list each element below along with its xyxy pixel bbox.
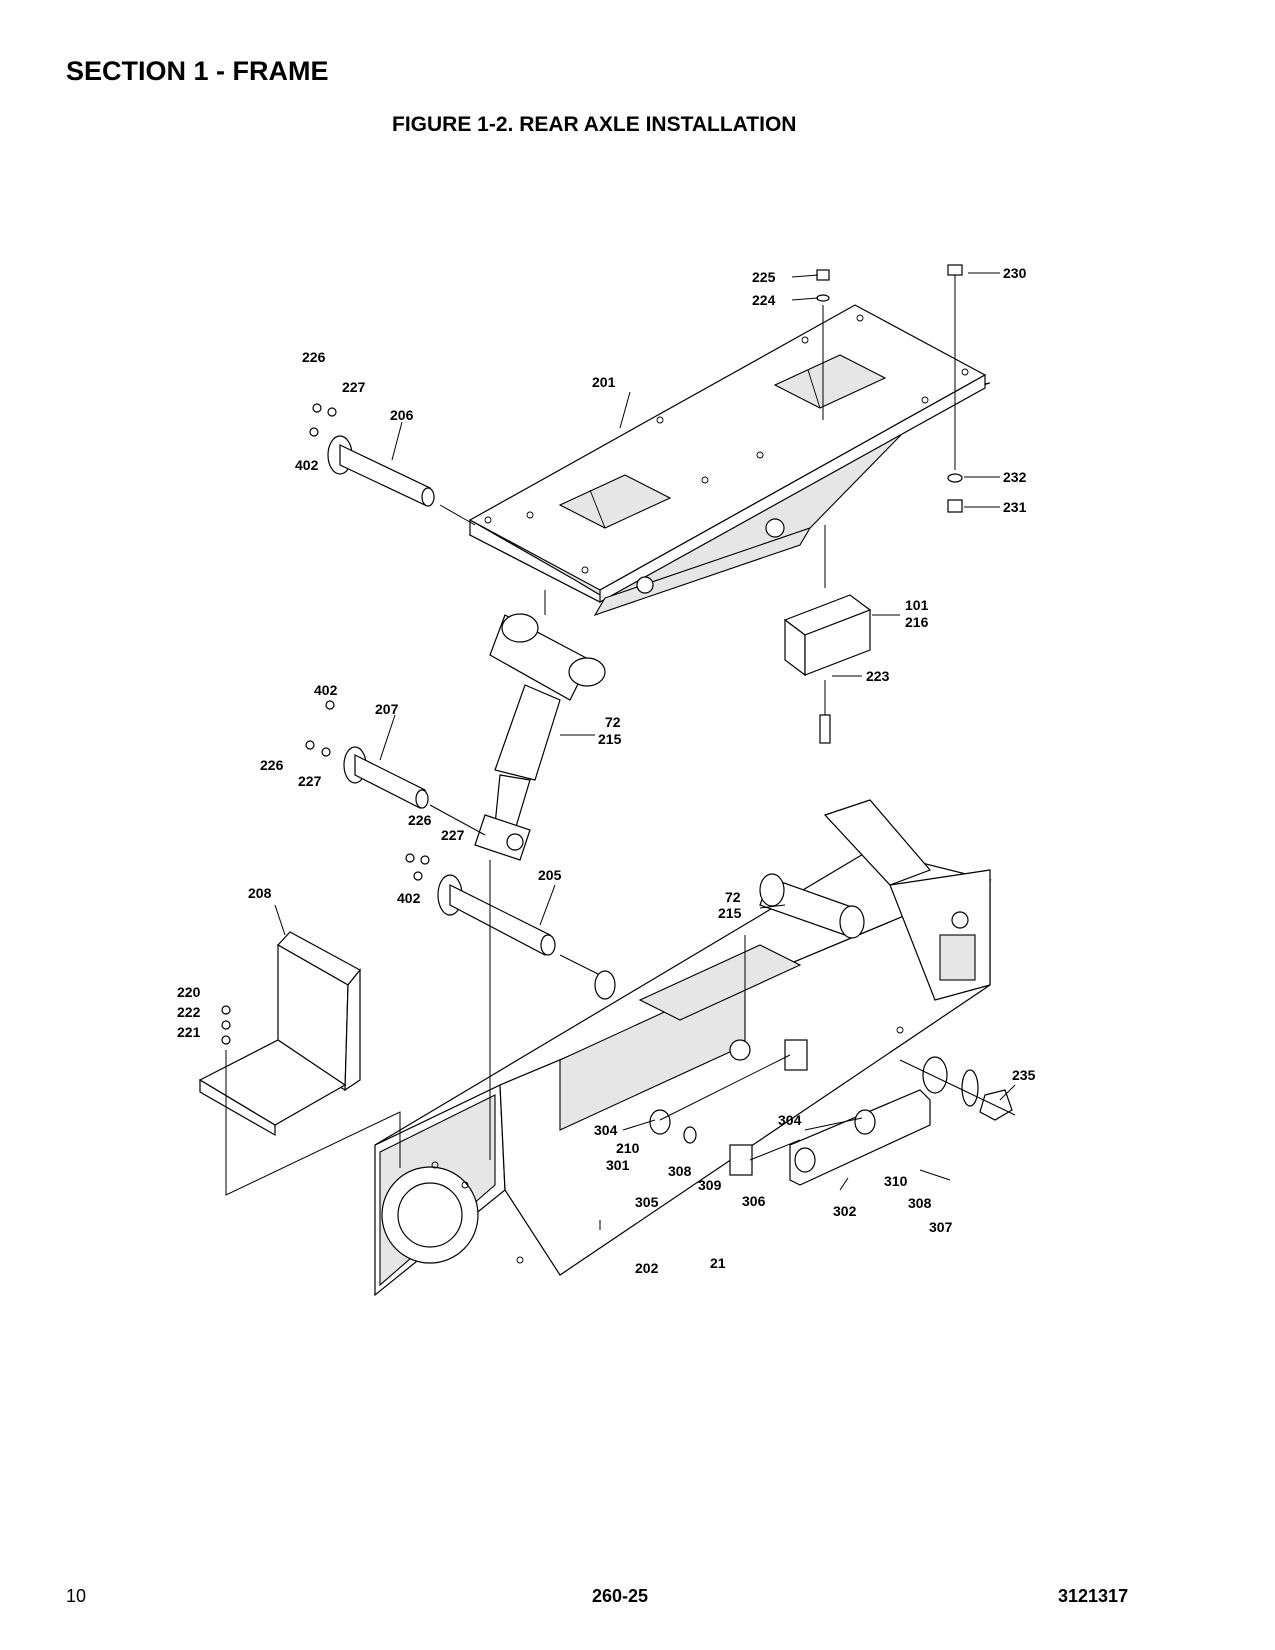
callout-101: 101 <box>905 597 929 613</box>
axle-frame <box>374 799 992 1297</box>
leader-lines <box>274 272 1016 1230</box>
page-number: 10 <box>66 1586 87 1606</box>
callout-226: 226 <box>302 349 326 365</box>
callout-210: 210 <box>616 1140 640 1156</box>
hardware-stack-top <box>816 264 963 513</box>
callout-309: 309 <box>698 1177 722 1193</box>
document-number: 3121317 <box>1058 1586 1129 1606</box>
callout-226-lower: 226 <box>408 812 432 828</box>
callout-230: 230 <box>1003 265 1027 281</box>
callout-302: 302 <box>833 1203 857 1219</box>
hardware-small <box>221 403 430 1045</box>
callout-21: 21 <box>710 1255 726 1271</box>
callout-225: 225 <box>752 269 776 285</box>
callout-221: 221 <box>177 1024 201 1040</box>
callout-72-upper: 72 <box>605 714 621 730</box>
callout-227-mid: 227 <box>298 773 322 789</box>
pivot-pin-206 <box>327 435 476 526</box>
callout-231: 231 <box>1003 499 1027 515</box>
callout-308-left: 308 <box>668 1163 692 1179</box>
callout-306: 306 <box>742 1193 766 1209</box>
callout-227-lower: 227 <box>441 827 465 843</box>
callout-220: 220 <box>177 984 201 1000</box>
callout-402: 402 <box>295 457 319 473</box>
callout-205: 205 <box>538 867 562 883</box>
callout-307: 307 <box>929 1219 953 1235</box>
callout-232: 232 <box>1003 469 1027 485</box>
callout-216: 216 <box>905 614 929 630</box>
figure-title: FIGURE 1-2. REAR AXLE INSTALLATION <box>392 113 797 136</box>
mounting-plate <box>468 304 991 616</box>
pivot-pin-205 <box>437 874 616 1000</box>
callout-235: 235 <box>1012 1067 1036 1083</box>
callout-308-right: 308 <box>908 1195 932 1211</box>
callout-227: 227 <box>342 379 366 395</box>
callout-215-lower: 215 <box>718 905 742 921</box>
callout-215-upper: 215 <box>598 731 622 747</box>
callout-402-mid: 402 <box>314 682 338 698</box>
callout-201: 201 <box>592 374 616 390</box>
pivot-pin-207 <box>343 746 486 836</box>
callout-72-lower: 72 <box>725 889 741 905</box>
callout-208: 208 <box>248 885 272 901</box>
callout-224: 224 <box>752 292 776 308</box>
callout-226-mid: 226 <box>260 757 284 773</box>
callout-222: 222 <box>177 1004 201 1020</box>
callout-305: 305 <box>635 1194 659 1210</box>
section-title: SECTION 1 - FRAME <box>66 56 329 86</box>
lockout-cylinder-upper <box>474 613 606 861</box>
callout-206: 206 <box>390 407 414 423</box>
model-number: 260-25 <box>592 1586 649 1606</box>
callout-310: 310 <box>884 1173 908 1189</box>
callout-301: 301 <box>606 1157 630 1173</box>
lockout-cylinder-lower <box>759 873 865 939</box>
callout-labels: 225 224 230 226 227 201 206 402 232 231 … <box>177 265 1036 1276</box>
callout-223: 223 <box>866 668 890 684</box>
callout-202: 202 <box>635 1260 659 1276</box>
callout-304-left: 304 <box>594 1122 618 1138</box>
axle-end-hardware <box>489 590 1016 1186</box>
callout-207: 207 <box>375 701 399 717</box>
callout-402-lower: 402 <box>397 890 421 906</box>
bracket-208 <box>198 931 401 1196</box>
mount-block <box>783 525 872 744</box>
callout-304-right: 304 <box>778 1112 802 1128</box>
